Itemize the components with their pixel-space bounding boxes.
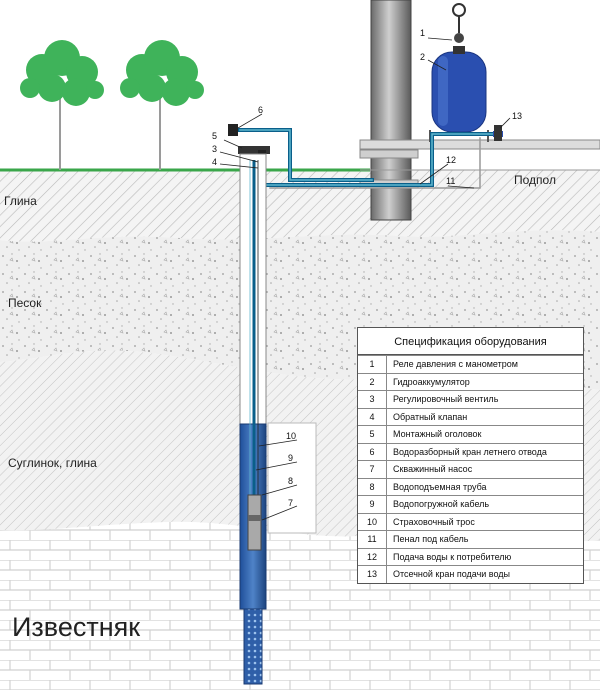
layer-label-sand: Песок — [8, 296, 42, 310]
spec-row-number: 8 — [358, 477, 387, 496]
spec-row-number: 13 — [358, 565, 387, 583]
spec-row-name: Гидроаккумулятор — [386, 372, 583, 391]
callout-3: 3 — [212, 144, 217, 154]
spec-row-name: Обратный клапан — [386, 407, 583, 426]
spec-row-name: Монтажный оголовок — [386, 425, 583, 443]
spec-row-number: 5 — [358, 425, 387, 443]
spec-row-name: Пенал под кабель — [386, 530, 583, 548]
shutoff-valve — [494, 125, 502, 141]
wellhead — [238, 146, 270, 154]
callout-12: 12 — [446, 155, 456, 165]
submersible-pump — [247, 494, 262, 551]
basement-label: Подпол — [514, 173, 556, 187]
callout-9: 9 — [288, 453, 293, 463]
callout-4: 4 — [212, 157, 217, 167]
callout-8: 8 — [288, 476, 293, 486]
spec-row-number: 1 — [358, 355, 387, 373]
spec-row-number: 3 — [358, 390, 387, 408]
callout-2: 2 — [420, 52, 425, 62]
spec-row-name: Подача воды к потребителю — [386, 547, 583, 566]
layer-label-loam: Суглинок, глина — [8, 456, 97, 470]
tree-icon — [20, 40, 104, 170]
spec-row-number: 11 — [358, 530, 387, 548]
callout-11: 11 — [446, 176, 455, 186]
spec-row-number: 7 — [358, 460, 387, 478]
tree-icon — [120, 40, 204, 170]
filter-section — [243, 608, 263, 685]
spec-row-name: Водопогружной кабель — [386, 495, 583, 513]
spec-row-name: Реле давления с манометром — [386, 355, 583, 373]
spec-row-number: 4 — [358, 407, 387, 426]
spec-row-name: Регулировочный вентиль — [386, 390, 583, 408]
callout-13: 13 — [512, 111, 522, 121]
spec-row-number: 9 — [358, 495, 387, 513]
spec-row-number: 2 — [358, 372, 387, 391]
layer-label-clay: Глина — [4, 194, 37, 208]
spec-row-name: Страховочный трос — [386, 512, 583, 531]
layer-label-limestone: Известняк — [12, 612, 141, 642]
spec-row-number: 6 — [358, 442, 387, 461]
spec-row-name: Скважинный насос — [386, 460, 583, 478]
spec-row-number: 12 — [358, 547, 387, 566]
callout-6: 6 — [258, 105, 263, 115]
spec-title: Спецификация оборудования — [358, 328, 583, 355]
spec-row-number: 10 — [358, 512, 387, 531]
spec-row-name: Водоподъемная труба — [386, 477, 583, 496]
foundation-collar — [359, 149, 419, 159]
summer-tap — [228, 124, 238, 136]
spec-row-name: Водоразборный кран летнего отвода — [386, 442, 583, 461]
spec-row-name: Отсечной кран подачи воды — [386, 565, 583, 583]
label-backdrop — [267, 422, 317, 534]
callout-5: 5 — [212, 131, 217, 141]
accumulator-tank — [429, 3, 489, 142]
callout-1: 1 — [420, 28, 425, 38]
callout-7: 7 — [288, 498, 293, 508]
callout-10: 10 — [286, 431, 296, 441]
